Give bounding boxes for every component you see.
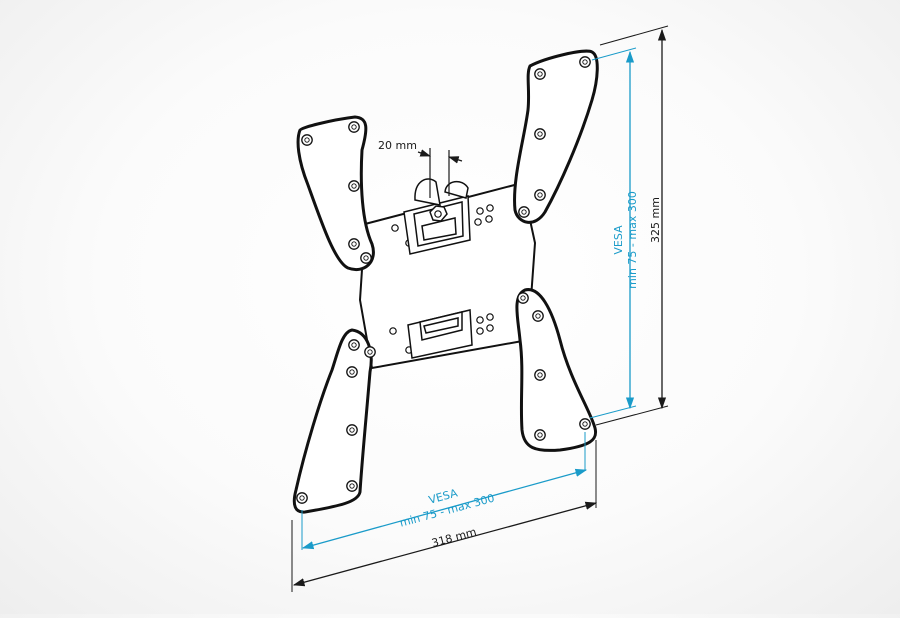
vesa-horizontal-dimension-line xyxy=(301,468,588,550)
arm-upper-left xyxy=(296,115,375,271)
vesa-vertical-range: min 75 - max 300 xyxy=(626,191,639,289)
upper-bracket xyxy=(403,178,471,255)
width-label: 318 mm xyxy=(430,525,478,550)
gap-label: 20 mm xyxy=(378,139,417,152)
height-label: 325 mm xyxy=(649,197,662,243)
gap-dimension xyxy=(417,148,463,198)
lower-bracket xyxy=(407,309,473,359)
extension-lines xyxy=(291,25,669,592)
arm-lower-left xyxy=(292,328,373,514)
arm-lower-right xyxy=(515,288,598,452)
arm-upper-right xyxy=(513,49,599,224)
vesa-vertical-title: VESA xyxy=(612,225,625,255)
tilt-knob-icon xyxy=(429,205,448,222)
